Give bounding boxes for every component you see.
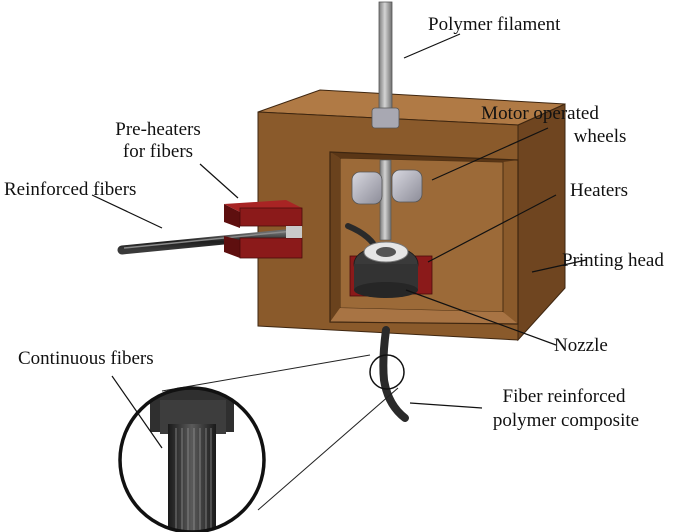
box-side-face [517,103,566,342]
label-composite-line1: Fiber reinforced [503,386,626,407]
label-printing-head: Printing head [562,250,664,271]
label-reinforced-fibers: Reinforced fibers [4,179,136,200]
zoom-fiber-strand [168,424,216,532]
pre-heater-block-lower [239,237,303,259]
leader-lines [91,33,587,449]
leader-preheaters [199,163,239,199]
zoom-circle-border [118,386,266,532]
leader-composite [409,402,483,409]
pre-heater-front-lower [224,236,240,258]
filament-rod-upper [378,1,393,113]
leader-continuous-fibers [111,375,163,449]
leader-polymer-filament [403,33,461,59]
pre-heater [224,200,303,259]
label-motor-wheels-line1: Motor operated [481,103,599,124]
nozzle-heaters [349,241,433,298]
label-heaters: Heaters [570,180,628,201]
filament-collar [371,107,400,129]
leader-motor-wheels [431,127,549,181]
label-composite-line2: polymer composite [493,410,639,431]
wheel-left [351,171,383,205]
leader-nozzle [405,289,557,346]
leader-reinforced-fibers [91,194,163,229]
pre-heater-block-upper [239,207,303,227]
zoom-source-circle [369,354,405,390]
zoom-fiber-lines [175,428,212,532]
nozzle-bottom [354,282,418,298]
label-preheaters-line2: for fibers [123,141,193,162]
nozzle-top-hole [376,247,396,257]
box-window-left-wall [330,152,340,322]
motor-wheels [351,169,423,205]
label-polymer-filament: Polymer filament [428,14,561,35]
label-preheaters-line1: Pre-heaters [115,119,200,140]
label-nozzle: Nozzle [554,335,608,356]
labels: Polymer filament Motor operated wheels P… [4,14,664,431]
composite-strand-path [379,326,409,422]
zoom-magnifier [118,354,399,532]
leader-printing-head [531,259,587,273]
composite-strand [369,326,409,422]
wheel-right [391,169,423,203]
box-window-floor [330,308,518,324]
pre-heater-front-upper [224,204,240,228]
fiber-rod-outside-highlight [123,230,294,249]
leader-heaters [427,194,557,263]
pre-heater-slot [286,226,302,238]
label-motor-wheels-line2: wheels [574,126,627,147]
filament-rod-inner [379,159,392,241]
zoom-line-bottom [257,387,399,511]
label-continuous-fibers: Continuous fibers [18,348,154,369]
zoom-line-top [161,354,371,392]
box-window-frame [329,151,519,325]
fiber-rod-outside [117,228,300,255]
